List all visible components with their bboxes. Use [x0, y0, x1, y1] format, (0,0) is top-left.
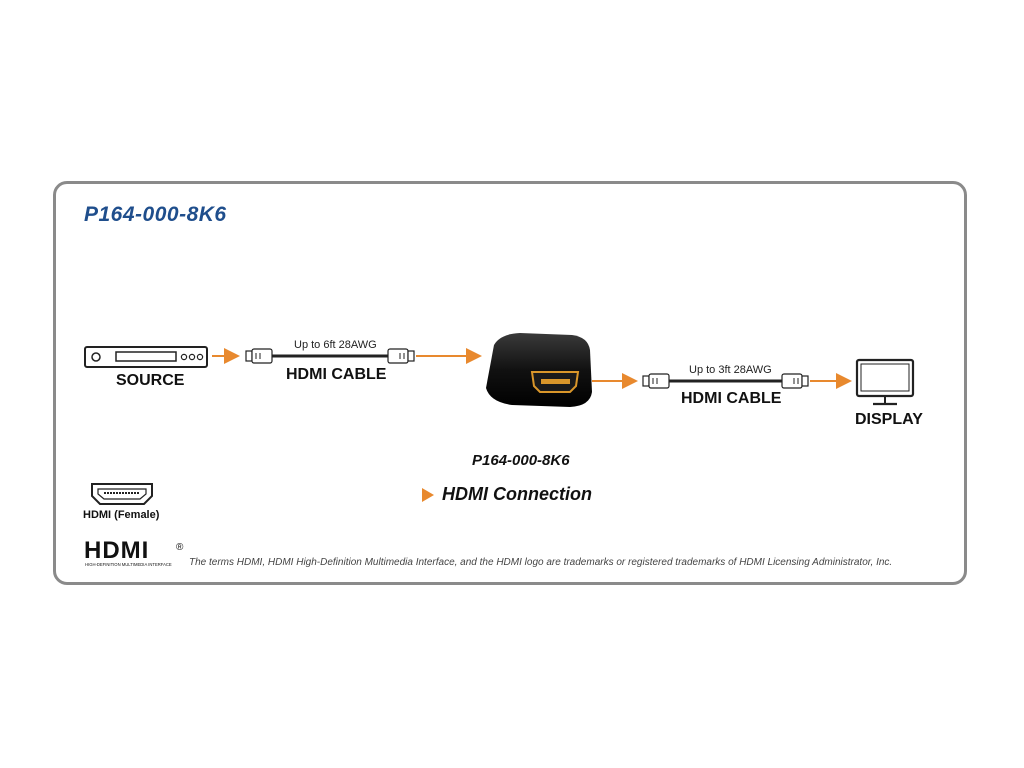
- model-title: P164-000-8K6: [84, 203, 227, 226]
- hdmi-cable-1-icon: [245, 348, 415, 364]
- svg-text:HIGH-DEFINITION MULTIMEDIA INT: HIGH-DEFINITION MULTIMEDIA INTERFACE: [85, 562, 172, 567]
- adapter-model-label: P164-000-8K6: [472, 452, 570, 469]
- trademark-notice: The terms HDMI, HDMI High-Definition Mul…: [189, 557, 893, 568]
- hdmi-adapter-icon: [486, 333, 592, 407]
- legend-connection: HDMI Connection: [422, 484, 592, 505]
- display-monitor-icon: [855, 358, 915, 406]
- svg-text:®: ®: [176, 542, 184, 553]
- cable2-label: HDMI CABLE: [681, 390, 782, 407]
- source-device-icon: [84, 346, 208, 368]
- source-label: SOURCE: [116, 372, 185, 389]
- hdmi-female-port-icon: [91, 483, 153, 505]
- orange-arrow-icon: [422, 487, 434, 502]
- cable1-label: HDMI CABLE: [286, 366, 387, 383]
- hdmi-logo: HDMI ® HIGH-DEFINITION MULTIMEDIA INTERF…: [84, 537, 184, 567]
- legend-connection-text: HDMI Connection: [442, 484, 592, 504]
- svg-text:HDMI: HDMI: [84, 537, 149, 564]
- hdmi-female-label: HDMI (Female): [83, 509, 160, 521]
- hdmi-cable-2-icon: [642, 373, 809, 389]
- cable1-spec: Up to 6ft 28AWG: [294, 339, 377, 351]
- display-label: DISPLAY: [855, 411, 923, 428]
- cable2-spec: Up to 3ft 28AWG: [689, 364, 772, 376]
